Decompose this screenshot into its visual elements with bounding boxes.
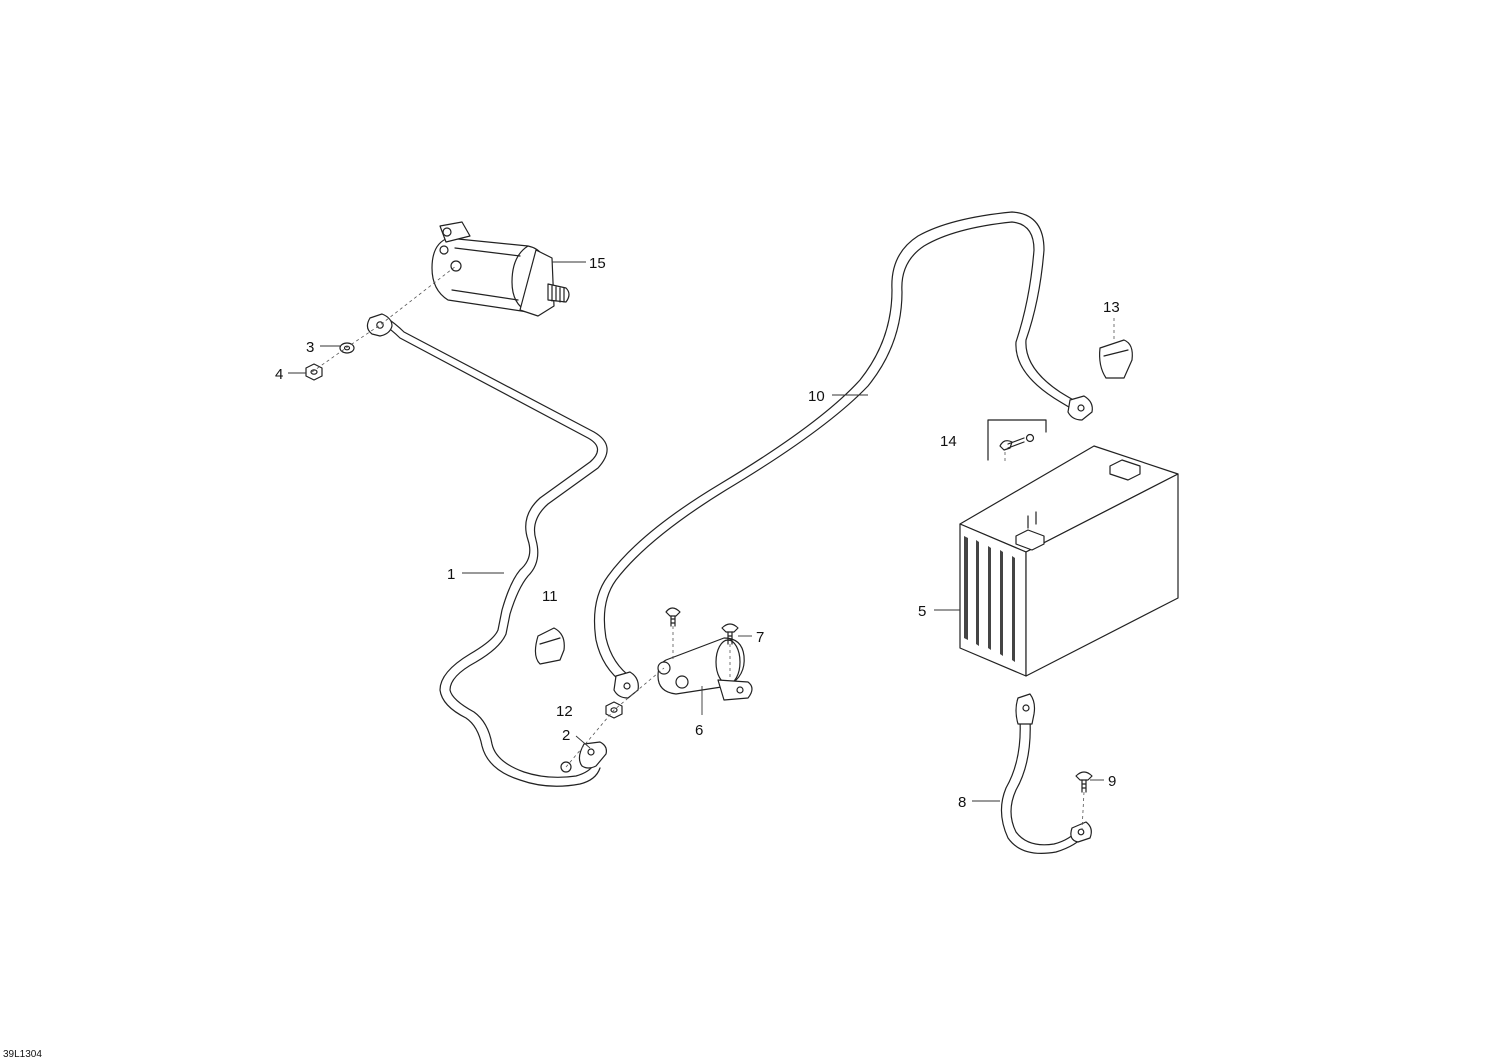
drawing-code: 39L1304 bbox=[3, 1049, 42, 1060]
callout-14: 14 bbox=[940, 433, 957, 450]
screw-part-7 bbox=[721, 623, 739, 645]
starter-solenoid-part-6 bbox=[657, 637, 753, 701]
callout-1: 1 bbox=[447, 566, 455, 583]
battery-part-5 bbox=[959, 445, 1179, 677]
callout-7: 7 bbox=[756, 629, 764, 646]
callout-12: 12 bbox=[556, 703, 573, 720]
positive-cable-part-10 bbox=[593, 211, 1093, 699]
callout-8: 8 bbox=[958, 794, 966, 811]
callout-6: 6 bbox=[695, 722, 703, 739]
callout-9: 9 bbox=[1108, 773, 1116, 790]
assembly-axis-solenoid bbox=[565, 667, 665, 768]
screw-part-9 bbox=[1075, 771, 1093, 793]
callout-4: 4 bbox=[275, 366, 283, 383]
callout-3: 3 bbox=[306, 339, 314, 356]
washer-part-3 bbox=[339, 342, 355, 354]
assembly-axis-starter bbox=[311, 265, 457, 373]
leader-2 bbox=[575, 735, 591, 749]
nut-part-4 bbox=[305, 363, 323, 381]
screw-solenoid-top bbox=[665, 607, 681, 627]
assembly-axis-screw-9 bbox=[1081, 791, 1085, 831]
callout-13: 13 bbox=[1103, 299, 1120, 316]
starter-cable-part-1 bbox=[366, 313, 608, 787]
callout-5: 5 bbox=[918, 603, 926, 620]
negative-cable-part-8 bbox=[1000, 693, 1092, 854]
starter-motor-part-15 bbox=[431, 221, 570, 317]
terminal-cap-part-13 bbox=[1099, 339, 1133, 379]
callout-10: 10 bbox=[808, 388, 825, 405]
terminal-bolt-kit-part-14 bbox=[987, 419, 1047, 461]
callout-2: 2 bbox=[562, 727, 570, 744]
terminal-cap-part-11 bbox=[534, 627, 565, 665]
callout-15: 15 bbox=[589, 255, 606, 272]
callout-11: 11 bbox=[542, 588, 558, 605]
